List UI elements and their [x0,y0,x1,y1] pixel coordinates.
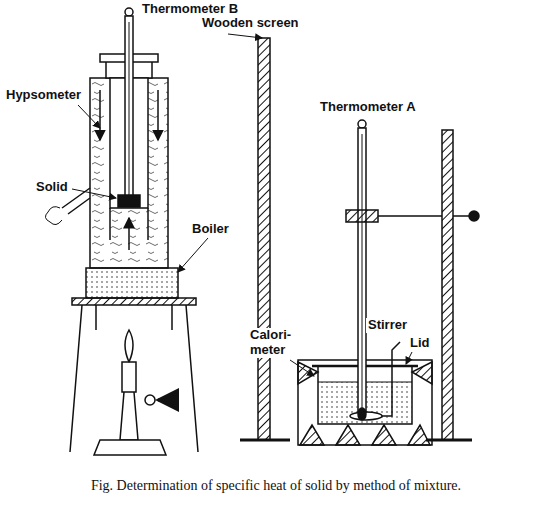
part-label: Thermometer A [318,100,418,115]
figure-caption: Fig. Determination of specific heat of s… [91,478,461,494]
part-label: Thermometer B [140,2,240,17]
part-label: Wooden screen [200,16,301,31]
part-label: Lid [408,336,432,351]
part-label: Hypsometer [4,88,83,103]
part-label: Solid [34,180,70,195]
part-label: Stirrer [366,318,409,333]
part-label: Calori- meter [248,328,300,358]
part-label: Boiler [190,222,231,237]
